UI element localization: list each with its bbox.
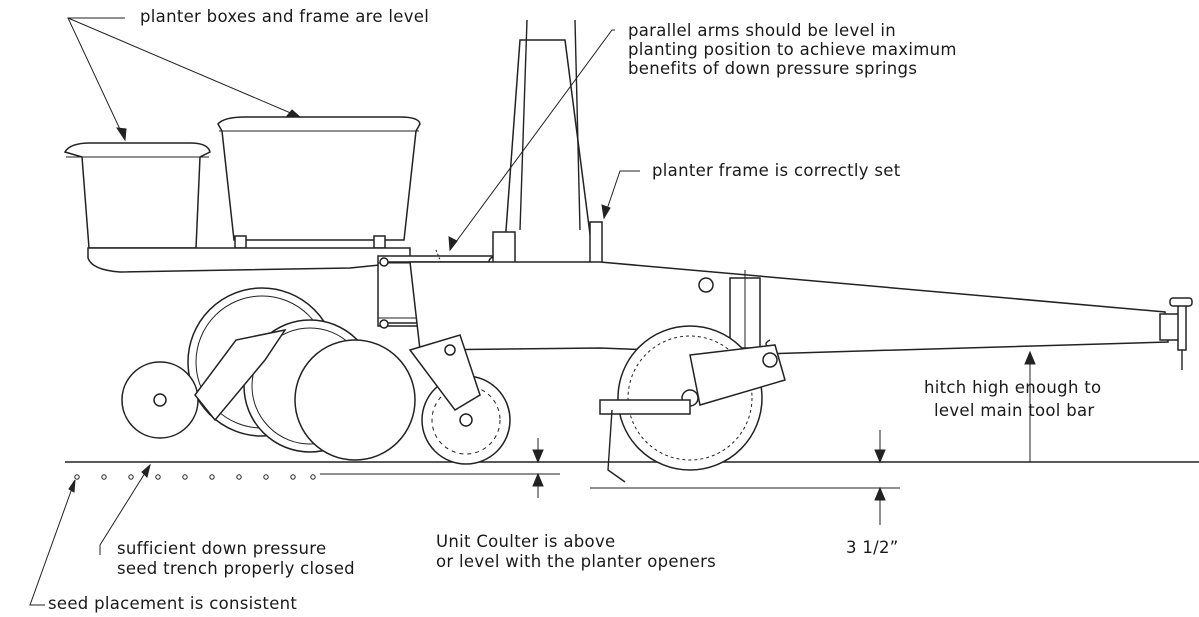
leader-lines: [29, 17, 1031, 606]
label-down-pressure-line-2: seed trench properly closed: [117, 559, 355, 578]
right-seed-hopper: [217, 116, 421, 249]
hitch: [1159, 297, 1193, 370]
label-planter-frame: planter frame is correctly set: [652, 161, 901, 180]
label-parallel-arms-line-1: parallel arms should be level in: [628, 21, 897, 40]
arrowheads: [68, 109, 1036, 501]
main-tool-bar: [409, 261, 1169, 355]
label-depth: 3 1/2”: [846, 538, 899, 557]
label-coulter-line-2: or level with the planter openers: [436, 552, 717, 571]
unit-coulter: [599, 325, 786, 483]
drive-wheels: [121, 287, 416, 461]
label-seed-placement: seed placement is consistent: [48, 594, 298, 613]
seed-dots: [74, 474, 316, 480]
label-parallel-arms-line-2: planting position to achieve maximum: [628, 40, 957, 59]
label-hitch-line-2: level main tool bar: [934, 401, 1095, 420]
label-down-pressure-line-1: sufficient down pressure: [117, 539, 327, 558]
label-planter-boxes: planter boxes and frame are level: [140, 7, 430, 26]
label-coulter-line-1: Unit Coulter is above: [436, 532, 616, 551]
closing-wheel: [408, 334, 511, 465]
left-seed-hopper: [63, 142, 211, 249]
label-hitch-line-1: hitch high enough to: [924, 378, 1102, 397]
label-parallel-arms-line-3: benefits of down pressure springs: [628, 59, 918, 78]
